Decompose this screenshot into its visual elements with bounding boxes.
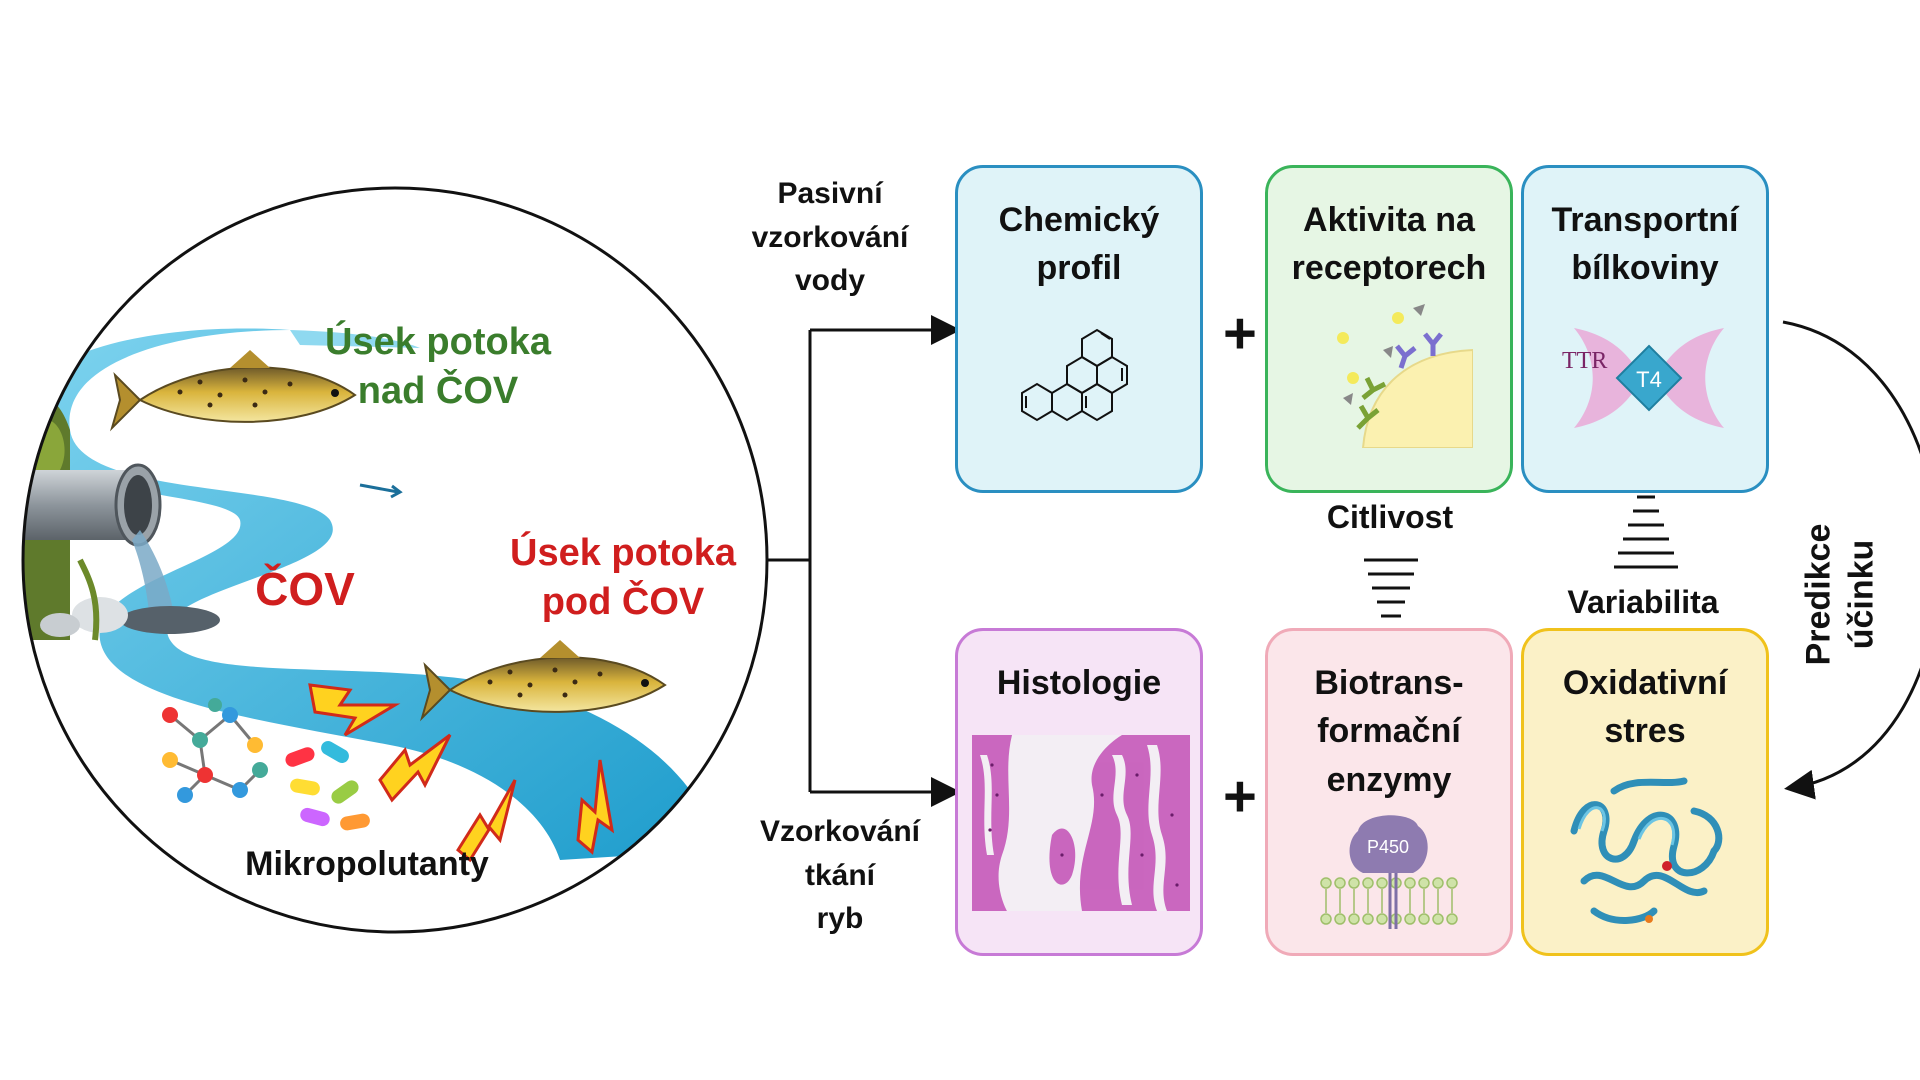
biotrans-title-line3: enzymy xyxy=(1326,760,1452,799)
upstream-line1: Úsek potoka xyxy=(325,321,551,363)
oxidative-title-line1: Oxidativní xyxy=(1562,664,1728,702)
sensitivity-label: Citlivost xyxy=(1326,499,1454,535)
plus-sign-top: + xyxy=(1223,301,1257,366)
receptor-activity-box: Aktivita na receptorech xyxy=(1265,165,1513,493)
tissue-line1: Vzorkování xyxy=(759,815,921,848)
cell-receptors-icon xyxy=(1337,304,1473,448)
tissue-section-icon xyxy=(972,735,1190,911)
upstream-line2: nad ČOV xyxy=(357,369,519,412)
effect-prediction-label: Predikce účinku xyxy=(1798,465,1883,725)
ttr-t4-icon: T4 TTR xyxy=(1562,328,1724,428)
upstream-label: Úsek potoka nad ČOV xyxy=(318,318,558,415)
oxidative-stress-box: Oxidativní stres xyxy=(1521,628,1769,956)
chemical-title-line1: Chemický xyxy=(998,201,1160,239)
trout-upstream-icon xyxy=(109,350,357,432)
receptor-title-line2: receptorech xyxy=(1291,249,1487,288)
tissue-sampling-label: Vzorkování tkání ryb xyxy=(735,810,945,941)
variability-gradient-icon xyxy=(1614,495,1678,569)
molecules-icon xyxy=(162,698,268,803)
stream-scene xyxy=(23,188,767,932)
protein-ribbon-icon xyxy=(1570,777,1723,924)
biotrans-title-line1: Biotrans- xyxy=(1314,664,1464,702)
tissue-line2: tkání xyxy=(804,858,876,892)
histology-box: Histologie xyxy=(955,628,1203,956)
oxidative-title-line2: stres xyxy=(1604,712,1686,751)
trout-downstream-icon xyxy=(419,640,667,722)
passive-line1: Pasivní xyxy=(777,177,883,210)
p450-label: P450 xyxy=(1367,837,1409,857)
variability-label: Variabilita xyxy=(1567,584,1719,620)
t4-label: T4 xyxy=(1636,367,1662,392)
p450-membrane-icon: P450 xyxy=(1320,815,1458,929)
biotrans-title-line2: formační xyxy=(1317,712,1461,751)
prediction-curve-arrow xyxy=(1782,320,1920,800)
downstream-line1: Úsek potoka xyxy=(510,532,736,574)
transport-proteins-box: Transportní bílkoviny T4 TTR xyxy=(1521,165,1769,493)
prediction-line2: účinku xyxy=(1842,539,1880,650)
plus-sign-bottom: + xyxy=(1223,764,1257,829)
micropollutants-label: Mikropolutanty xyxy=(245,845,489,883)
transport-title-line1: Transportní xyxy=(1551,201,1739,239)
lightning-bolts-icon xyxy=(308,683,615,863)
downstream-label: Úsek potoka pod ČOV xyxy=(498,529,748,626)
receptor-title-line1: Aktivita na xyxy=(1303,201,1475,239)
river xyxy=(23,328,720,860)
tissue-line3: ryb xyxy=(816,902,864,935)
wwtp-label: ČOV xyxy=(255,563,355,615)
downstream-line2: pod ČOV xyxy=(541,580,705,623)
ttr-label: TTR xyxy=(1562,348,1607,374)
passive-line3: vody xyxy=(794,264,866,297)
chemical-title-line2: profil xyxy=(1036,249,1122,288)
prediction-line1: Predikce xyxy=(1799,523,1838,666)
pills-icon xyxy=(285,741,370,831)
branch-connector xyxy=(767,315,961,807)
passive-line2: vzorkování xyxy=(751,220,909,254)
chemical-profile-box: Chemický profil xyxy=(955,165,1203,493)
sensitivity-gradient-icon xyxy=(1364,558,1418,618)
transport-title-line2: bílkoviny xyxy=(1571,249,1719,288)
passive-sampling-label: Pasivní vzorkování vody xyxy=(725,172,935,303)
biotransformation-enzymes-box: Biotrans- formační enzymy P450 xyxy=(1265,628,1513,956)
histology-title-line1: Histologie xyxy=(996,664,1162,702)
benzopyrene-structure-icon xyxy=(1021,328,1128,422)
